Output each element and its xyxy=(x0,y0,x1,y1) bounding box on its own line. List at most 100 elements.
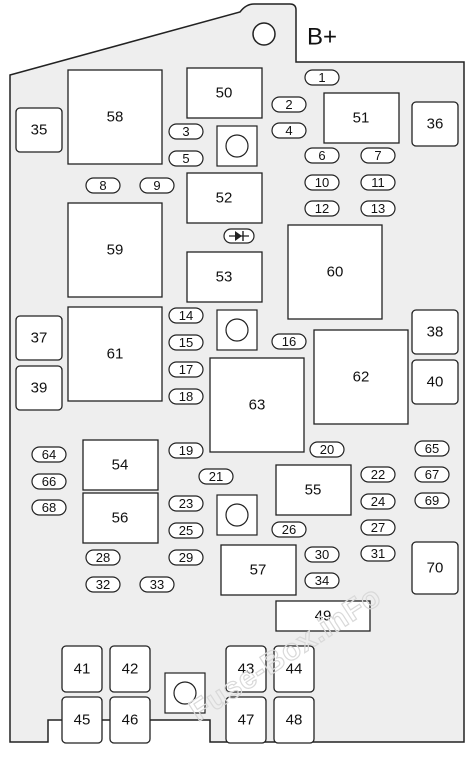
fuse-40: 40 xyxy=(411,359,459,405)
relay-62: 62 xyxy=(313,329,409,425)
relay-52: 52 xyxy=(186,172,263,224)
svg-text:51: 51 xyxy=(353,110,370,127)
mini-fuse-34: 34 xyxy=(304,572,340,589)
svg-text:16: 16 xyxy=(282,334,296,349)
fuse-35: 35 xyxy=(15,107,63,153)
mini-fuse-4: 4 xyxy=(271,122,307,139)
relay-61: 61 xyxy=(67,306,163,402)
fuse-38: 38 xyxy=(411,309,459,355)
svg-text:43: 43 xyxy=(238,661,255,678)
mini-fuse-16: 16 xyxy=(271,333,307,350)
svg-text:27: 27 xyxy=(371,520,385,535)
svg-text:66: 66 xyxy=(42,474,56,489)
svg-text:38: 38 xyxy=(427,324,444,341)
mini-fuse-19: 19 xyxy=(168,442,204,459)
mini-fuse-69: 69 xyxy=(414,492,450,509)
svg-text:21: 21 xyxy=(209,469,223,484)
mount-hole xyxy=(252,22,276,46)
svg-text:63: 63 xyxy=(249,397,266,414)
mini-fuse-65: 65 xyxy=(414,440,450,457)
fuse-39: 39 xyxy=(15,365,63,411)
svg-text:9: 9 xyxy=(153,178,160,193)
svg-text:50: 50 xyxy=(216,85,233,102)
svg-text:39: 39 xyxy=(31,380,48,397)
svg-text:31: 31 xyxy=(371,546,385,561)
svg-text:59: 59 xyxy=(107,242,124,259)
svg-text:56: 56 xyxy=(112,510,129,527)
svg-text:61: 61 xyxy=(107,346,124,363)
svg-text:7: 7 xyxy=(374,148,381,163)
svg-text:64: 64 xyxy=(42,447,56,462)
svg-text:25: 25 xyxy=(179,523,193,538)
mini-fuse-7: 7 xyxy=(360,147,396,164)
mini-fuse-24: 24 xyxy=(360,493,396,510)
title-b-plus: B+ xyxy=(307,24,337,51)
mini-fuse-64: 64 xyxy=(31,446,67,463)
svg-text:5: 5 xyxy=(182,151,189,166)
svg-text:10: 10 xyxy=(315,175,329,190)
fuse-70: 70 xyxy=(411,541,459,595)
svg-text:37: 37 xyxy=(31,330,48,347)
relay-58: 58 xyxy=(67,69,163,165)
svg-text:19: 19 xyxy=(179,443,193,458)
svg-text:35: 35 xyxy=(31,122,48,139)
svg-text:48: 48 xyxy=(286,712,303,729)
svg-text:14: 14 xyxy=(179,308,193,323)
relay-57: 57 xyxy=(220,544,297,596)
fuse-49: 49 xyxy=(275,600,371,632)
svg-text:62: 62 xyxy=(353,369,370,386)
mini-fuse-33: 33 xyxy=(139,576,175,593)
svg-text:34: 34 xyxy=(315,573,329,588)
fuse-47: 47 xyxy=(225,696,267,744)
svg-text:1: 1 xyxy=(318,70,325,85)
mini-fuse-11: 11 xyxy=(360,174,396,191)
svg-text:29: 29 xyxy=(179,550,193,565)
diode-icon xyxy=(223,228,255,244)
svg-text:13: 13 xyxy=(371,201,385,216)
svg-text:36: 36 xyxy=(427,116,444,133)
mini-fuse-13: 13 xyxy=(360,200,396,217)
bolt-3 xyxy=(216,494,258,536)
mini-fuse-14: 14 xyxy=(168,307,204,324)
relay-56: 56 xyxy=(82,492,159,544)
mini-fuse-1: 1 xyxy=(304,69,340,86)
fuse-37: 37 xyxy=(15,315,63,361)
mini-fuse-17: 17 xyxy=(168,361,204,378)
mini-fuse-25: 25 xyxy=(168,522,204,539)
mini-fuse-18: 18 xyxy=(168,388,204,405)
bolt-1 xyxy=(216,125,258,167)
svg-text:58: 58 xyxy=(107,109,124,126)
svg-text:53: 53 xyxy=(216,269,233,286)
relay-60: 60 xyxy=(287,224,383,320)
svg-text:30: 30 xyxy=(315,547,329,562)
svg-text:67: 67 xyxy=(425,467,439,482)
svg-text:65: 65 xyxy=(425,441,439,456)
mini-fuse-68: 68 xyxy=(31,499,67,516)
mini-fuse-27: 27 xyxy=(360,519,396,536)
svg-text:60: 60 xyxy=(327,264,344,281)
fuse-41: 41 xyxy=(61,645,103,693)
svg-text:41: 41 xyxy=(74,661,91,678)
svg-text:15: 15 xyxy=(179,335,193,350)
mini-fuse-5: 5 xyxy=(168,150,204,167)
svg-text:40: 40 xyxy=(427,374,444,391)
mini-fuse-12: 12 xyxy=(304,200,340,217)
mini-fuse-28: 28 xyxy=(85,549,121,566)
svg-text:47: 47 xyxy=(238,712,255,729)
fuse-45: 45 xyxy=(61,696,103,744)
svg-text:28: 28 xyxy=(96,550,110,565)
mini-fuse-23: 23 xyxy=(168,495,204,512)
svg-text:49: 49 xyxy=(315,608,332,625)
fuse-48: 48 xyxy=(273,696,315,744)
svg-text:32: 32 xyxy=(96,577,110,592)
mini-fuse-10: 10 xyxy=(304,174,340,191)
mini-fuse-22: 22 xyxy=(360,466,396,483)
svg-text:44: 44 xyxy=(286,661,303,678)
mini-fuse-15: 15 xyxy=(168,334,204,351)
mini-fuse-30: 30 xyxy=(304,546,340,563)
mini-fuse-32: 32 xyxy=(85,576,121,593)
bolt-4 xyxy=(164,672,206,714)
svg-text:2: 2 xyxy=(285,97,292,112)
bolt-2 xyxy=(216,309,258,351)
